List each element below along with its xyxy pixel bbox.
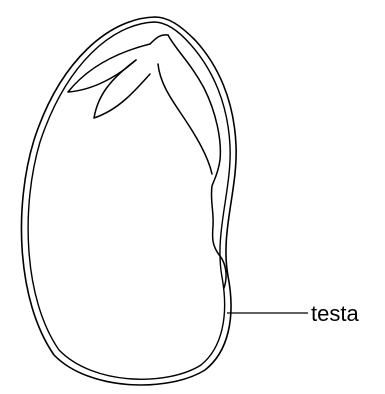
seed-coat-outer <box>21 17 236 385</box>
seed-coat-inner <box>28 22 230 379</box>
plumule-stem <box>150 35 168 44</box>
plumule-leaf-lower <box>94 60 150 118</box>
seed-coat <box>21 17 236 385</box>
embryo-radicle-inner <box>158 64 212 174</box>
embryo-plumule <box>68 35 168 118</box>
testa-label: testa <box>311 301 359 326</box>
